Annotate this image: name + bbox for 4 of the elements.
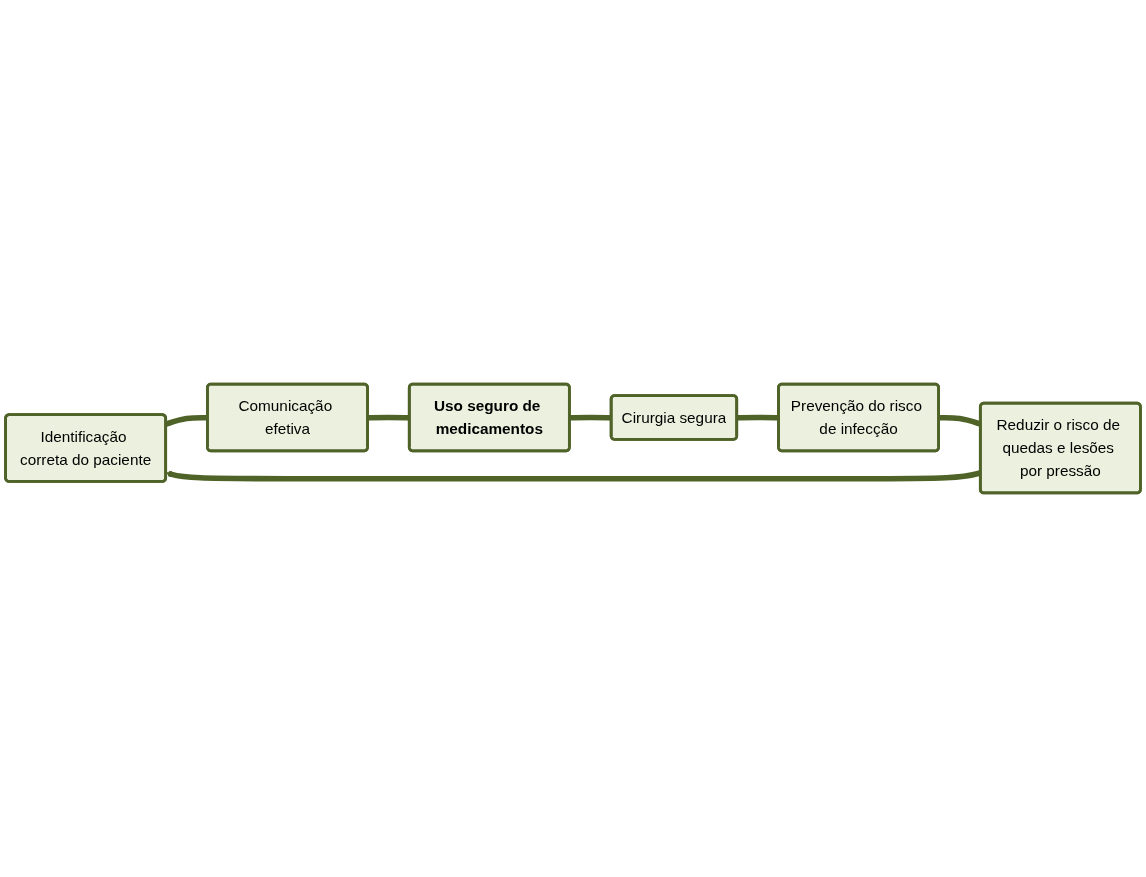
connector	[737, 414, 779, 421]
connector	[367, 414, 410, 421]
connector	[165, 414, 208, 427]
connector	[569, 414, 612, 421]
